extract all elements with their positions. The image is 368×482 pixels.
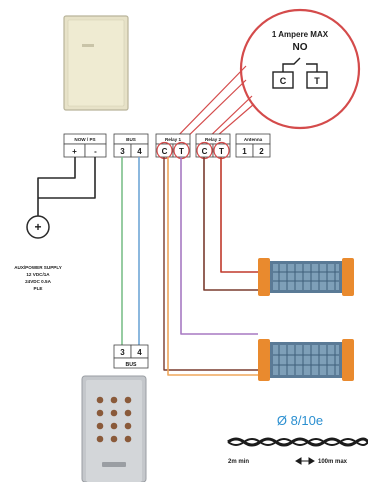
length-arrow-icon [295, 457, 315, 465]
relay-rating-callout: 1 Ampere MAX NO C T [239, 8, 361, 130]
cable-diameter: Ø 8/10e [277, 413, 323, 428]
control-unit [63, 15, 129, 111]
wire-relay1-t-purple [180, 157, 258, 335]
terminal-power-minus: - [94, 147, 97, 156]
wire-relay1-c-brown [163, 157, 258, 371]
safety-device-bottom [258, 339, 354, 381]
terminal-relay2-c: C [202, 147, 208, 156]
keypad-bus-terminal: 3 4 BUS [113, 344, 149, 369]
terminal-relay2-t: T [219, 147, 224, 156]
cable-spec: Ø 8/10e 2m min 100m max [227, 413, 368, 465]
relay-highlight-circles [156, 141, 230, 160]
power-supply-symbol: + [34, 220, 41, 234]
terminal-bus-3: 3 [120, 147, 125, 156]
group-title-bus: BUS [126, 137, 136, 142]
wires [37, 157, 258, 376]
terminal-relay1-t: T [179, 147, 184, 156]
cable-min-length: 2m min [228, 459, 249, 465]
power-supply-label-3: 24VDC 0.5A [25, 279, 51, 284]
callout-terminal-t-label: T [314, 76, 320, 86]
terminal-power-plus: + [72, 147, 77, 156]
group-title-antenna: Antenna [244, 137, 263, 142]
callout-terminal-t [306, 71, 328, 89]
callout-mode: NO [293, 42, 308, 53]
power-supply-label-4: PLE [34, 286, 43, 291]
wire-power-plus [37, 157, 76, 218]
power-supply-label-2: 12 VDC/1A [26, 272, 50, 277]
safety-device-top [258, 258, 354, 296]
twisted-cable-icon [227, 437, 368, 447]
wire-relay1-c-orange [167, 157, 258, 376]
callout-terminal-c-label: C [280, 76, 287, 86]
terminal-block: NOW / PS BUS Relay 1 Relay 2 Antenna + -… [63, 133, 271, 158]
group-title-power: NOW / PS [74, 137, 95, 142]
relay-contact-symbol [282, 57, 318, 72]
power-supply-label-1: AUX/POWER SUPPLY [14, 265, 62, 270]
wire-relay2-c-brown [203, 157, 258, 291]
terminal-bus-4: 4 [137, 147, 142, 156]
cable-max-length: 100m max [318, 459, 348, 465]
keypad-buttons [96, 396, 132, 443]
terminal-antenna-1: 1 [242, 147, 247, 156]
wire-power-minus [38, 157, 96, 199]
keypad-device [81, 375, 147, 482]
terminal-antenna-2: 2 [259, 147, 264, 156]
callout-title: 1 Ampere MAX [272, 30, 329, 39]
group-title-relay2: Relay 2 [205, 137, 222, 142]
wire-relay2-t-red [220, 157, 258, 273]
terminal-relay1-c: C [162, 147, 168, 156]
keypad-bus-label: BUS [126, 362, 137, 368]
keypad-terminal-3: 3 [120, 348, 125, 357]
power-supply: + AUX/POWER SUPPLY 12 VDC/1A 24VDC 0.5A … [14, 215, 62, 291]
keypad-terminal-4: 4 [137, 348, 142, 357]
callout-terminal-c [272, 71, 294, 89]
group-title-relay1: Relay 1 [165, 137, 182, 142]
